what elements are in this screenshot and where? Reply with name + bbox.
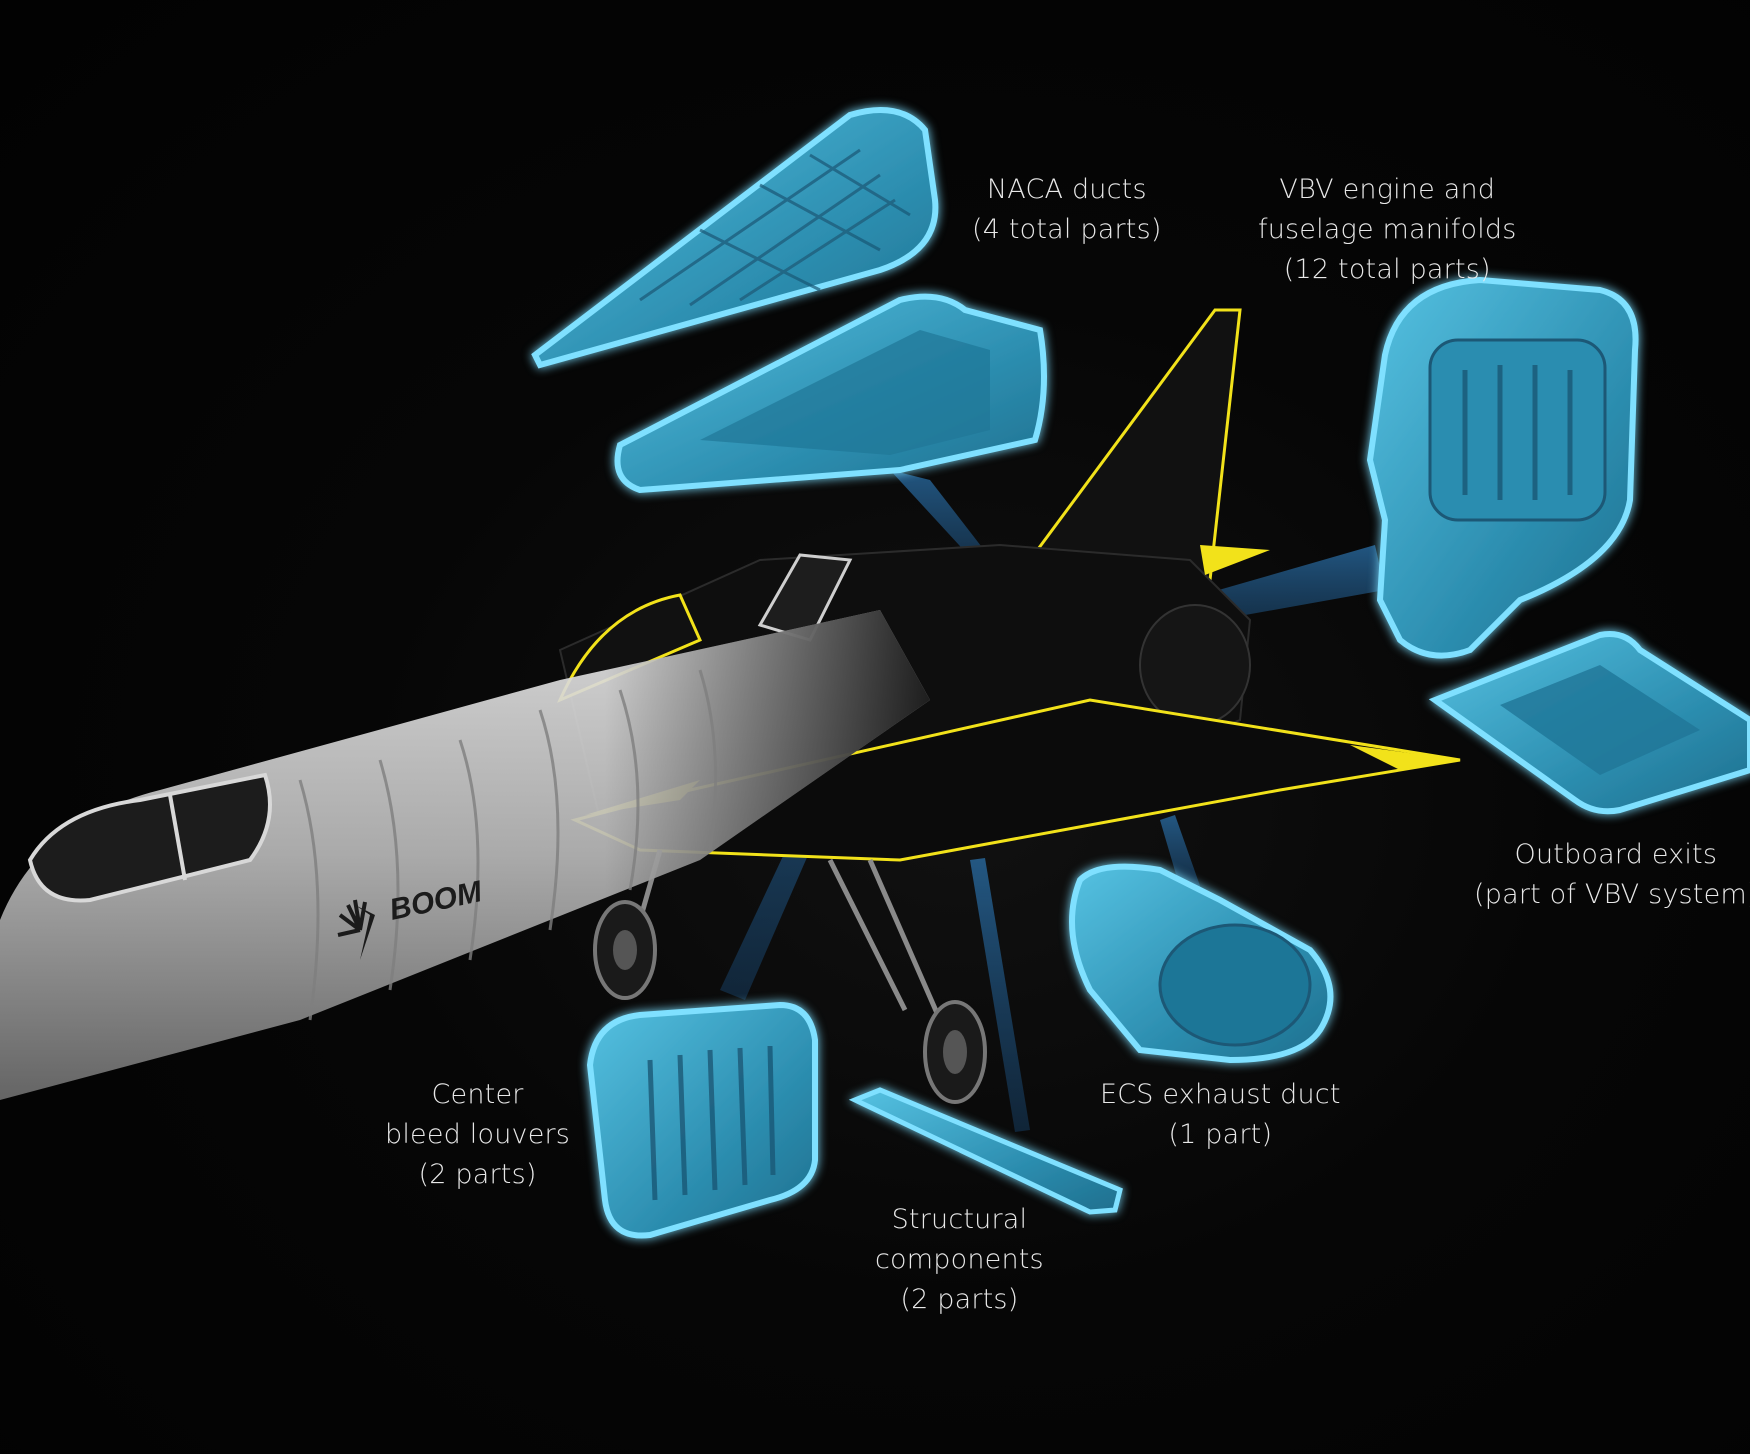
engine-nacelle	[1139, 604, 1251, 726]
structural-component	[848, 1087, 1123, 1215]
callout-outboard-exits: Outboard exits (part of VBV system)	[1474, 835, 1750, 915]
callout-structural: Structural components (2 parts)	[875, 1200, 1044, 1320]
center-bleed-louver	[586, 1001, 818, 1239]
aircraft: BOOM	[0, 308, 1461, 1104]
callout-naca-line2: (4 total parts)	[972, 214, 1162, 245]
callout-vbv-manifolds: VBV engine and fuselage manifolds (12 to…	[1258, 170, 1517, 290]
leader-structural	[970, 858, 1030, 1132]
fuselage-frames	[298, 669, 718, 1021]
canopy	[27, 772, 272, 903]
naca-duct-upper	[531, 107, 939, 369]
callout-vbv-line2: fuselage manifolds	[1258, 214, 1517, 245]
callout-vbv-line1: VBV engine and	[1279, 174, 1496, 205]
callout-outboard-line1: Outboard exits	[1514, 839, 1718, 870]
callout-vbv-line3: (12 total parts)	[1283, 254, 1491, 285]
callout-ecs-line1: ECS exhaust duct	[1100, 1079, 1341, 1110]
callout-structural-line2: components	[875, 1244, 1044, 1275]
vbv-manifold	[1366, 276, 1639, 659]
wheels	[593, 900, 987, 1104]
boom-logo-mark	[355, 905, 375, 960]
naca-duct-lower	[614, 293, 1047, 494]
callout-structural-line1: Structural	[891, 1204, 1028, 1235]
callout-outboard-line2: (part of VBV system)	[1474, 879, 1750, 910]
callout-ecs-exhaust: ECS exhaust duct (1 part)	[1100, 1075, 1341, 1155]
callout-center-line3: (2 parts)	[418, 1159, 537, 1190]
callout-ecs-line2: (1 part)	[1168, 1119, 1273, 1150]
callout-naca-line1: NACA ducts	[986, 174, 1147, 205]
leader-ecs	[1160, 815, 1205, 905]
callout-center-bleed: Center bleed louvers (2 parts)	[385, 1075, 570, 1195]
ecs-exhaust-duct	[1069, 863, 1334, 1064]
callout-naca-ducts: NACA ducts (4 total parts)	[972, 170, 1162, 250]
callout-structural-line3: (2 parts)	[900, 1284, 1019, 1315]
canard-yellow	[1200, 545, 1270, 575]
callout-center-line1: Center	[431, 1079, 524, 1110]
outboard-exit	[1428, 631, 1750, 815]
wing-tip-yellow	[1350, 745, 1460, 770]
printed-parts	[531, 107, 1750, 1239]
callout-center-line2: bleed louvers	[385, 1119, 571, 1150]
